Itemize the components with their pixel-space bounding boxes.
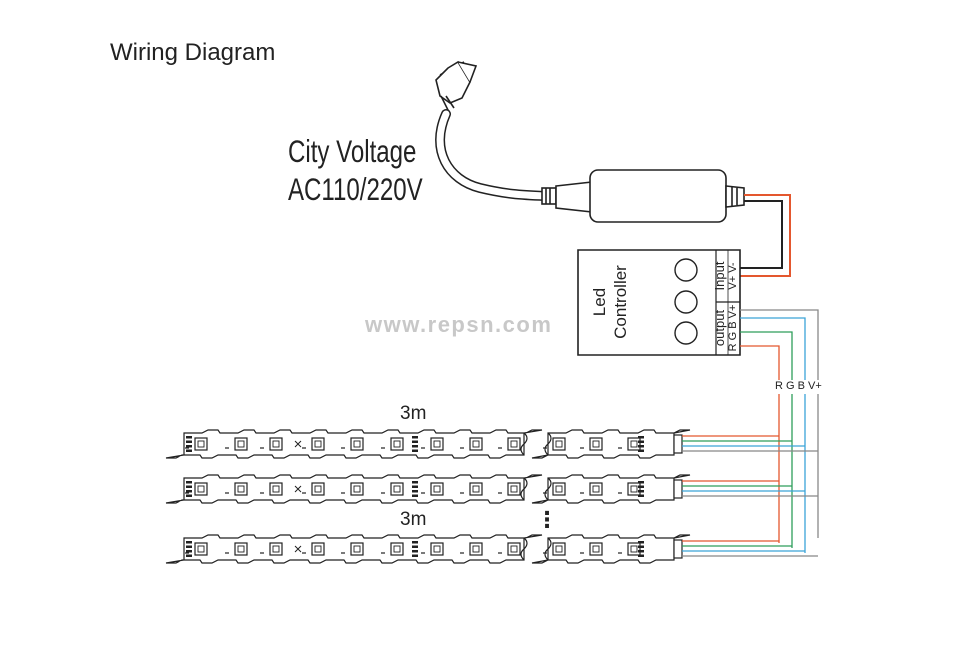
led-chip-icon — [421, 482, 444, 496]
led-chip-icon — [460, 542, 483, 556]
led-chip-icon — [460, 482, 483, 496]
led-chip-icon — [225, 437, 248, 451]
led-chip-icon — [460, 437, 483, 451]
led-chip-icon — [421, 437, 444, 451]
led-chip-icon — [225, 542, 248, 556]
led-chip-icon — [225, 482, 248, 496]
scissors-icon — [294, 545, 302, 553]
led-chip-icon — [580, 542, 603, 556]
strip-length-top: 3m — [400, 403, 426, 424]
led-chip-icon — [302, 542, 325, 556]
led-chip-icon — [618, 542, 641, 556]
scissors-icon — [294, 485, 302, 493]
power-adapter — [541, 169, 745, 223]
strip-length-bottom: 3m — [400, 509, 426, 530]
controller-button-1[interactable] — [674, 258, 698, 282]
scissors-icon — [294, 440, 302, 448]
led-chip-icon — [498, 542, 521, 556]
led-chip-icon — [260, 542, 283, 556]
controller-button-3[interactable] — [674, 321, 698, 345]
controller-input-label: Input — [712, 261, 727, 290]
led-strips — [165, 429, 818, 564]
supply-voltage-line2: AC110/220V — [288, 172, 423, 207]
dc-wire-black — [740, 200, 783, 269]
led-chip-icon — [341, 542, 364, 556]
led-chip-icon — [543, 482, 566, 496]
watermark: www.repsn.com — [364, 312, 552, 337]
dc-wire-red — [740, 194, 791, 277]
led-chip-icon — [260, 437, 283, 451]
page-title: Wiring Diagram — [110, 39, 275, 66]
led-chip-icon — [302, 437, 325, 451]
controller-output-wires — [740, 309, 819, 380]
led-chip-icon — [302, 482, 325, 496]
more-strips-ellipsis: ⋮ — [536, 507, 558, 532]
led-strip — [165, 534, 818, 564]
led-chip-icon — [543, 437, 566, 451]
led-chip-icon — [618, 482, 641, 496]
controller-output-pins: R G B V+ — [727, 305, 739, 352]
led-chip-icon — [381, 542, 404, 556]
controller-button-2[interactable] — [674, 290, 698, 314]
led-chip-icon — [185, 542, 208, 556]
controller-output-label: output — [712, 310, 727, 347]
led-chip-icon — [381, 437, 404, 451]
bus-wires — [778, 394, 819, 553]
led-chip-icon — [543, 542, 566, 556]
led-chip-icon — [341, 482, 364, 496]
led-chip-icon — [381, 482, 404, 496]
led-chip-icon — [580, 482, 603, 496]
led-chip-icon — [260, 482, 283, 496]
led-chip-icon — [341, 437, 364, 451]
controller-input-pins: V+ V- — [727, 262, 739, 290]
led-chip-icon — [498, 437, 521, 451]
led-controller: Led Controller Input V+ V- output R G B … — [577, 249, 741, 356]
led-chip-icon — [421, 542, 444, 556]
led-chip-icon — [618, 437, 641, 451]
led-strip — [165, 474, 818, 504]
controller-label-led: Led — [590, 288, 609, 316]
led-strip — [165, 429, 818, 459]
led-chip-icon — [185, 437, 208, 451]
led-chip-icon — [498, 482, 521, 496]
controller-label-controller: Controller — [611, 265, 630, 339]
plug-cable — [435, 109, 550, 201]
bus-pin-label: R G B V+ — [775, 380, 822, 392]
led-chip-icon — [580, 437, 603, 451]
supply-voltage-line1: City Voltage — [288, 134, 416, 169]
led-chip-icon — [185, 482, 208, 496]
power-plug-icon — [435, 60, 478, 119]
